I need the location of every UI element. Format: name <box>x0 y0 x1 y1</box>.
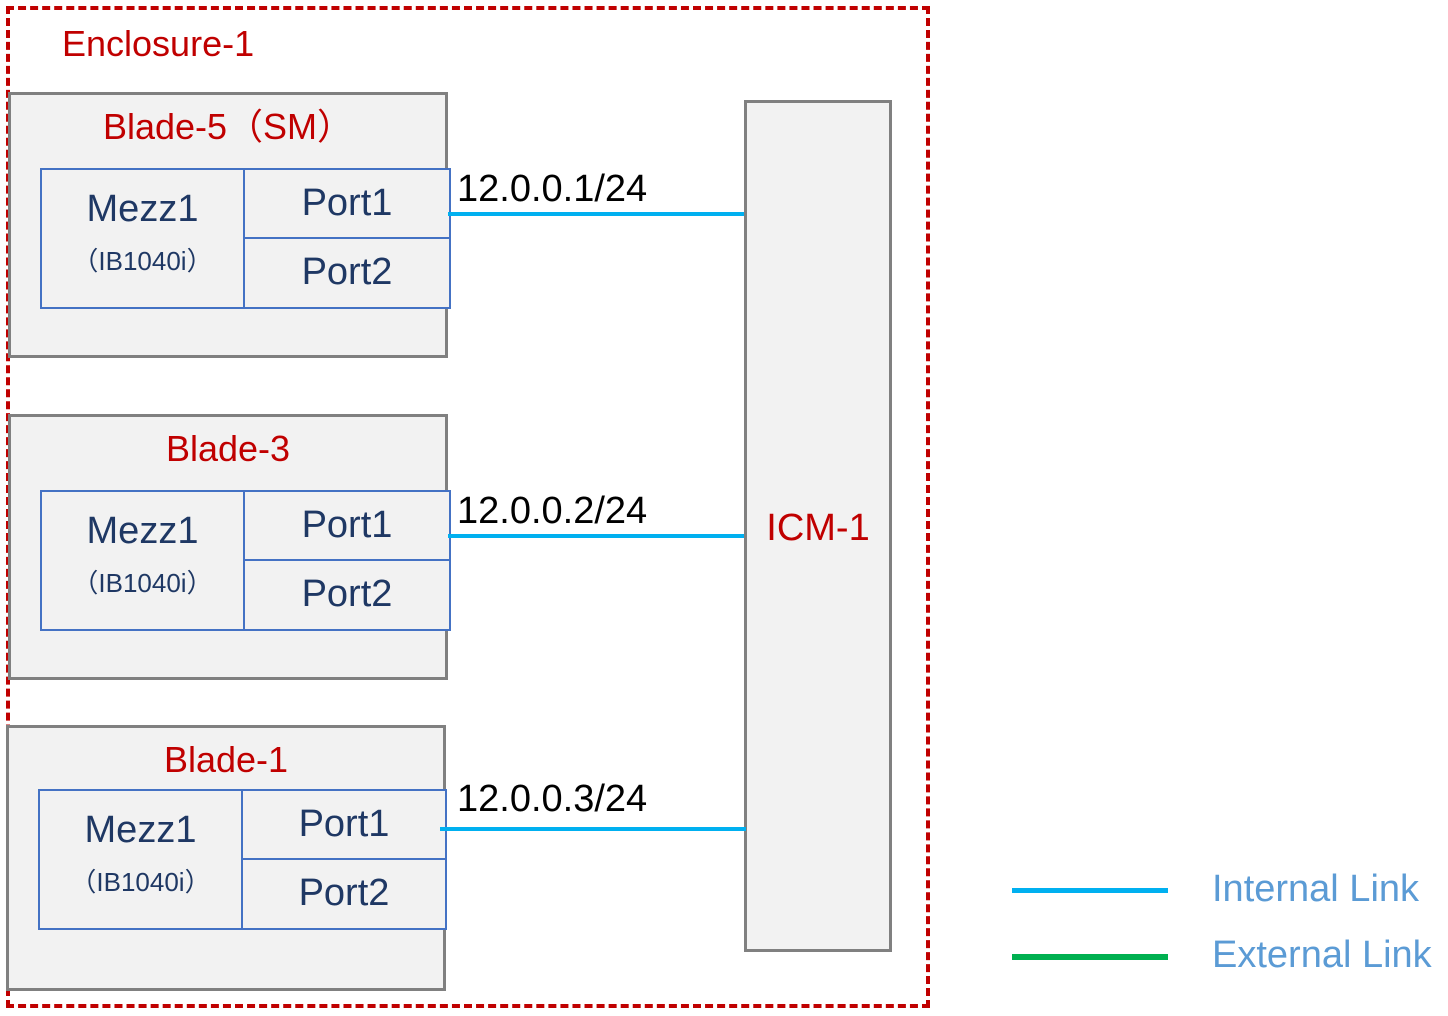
internal-link-blade-5 <box>448 212 744 216</box>
blade-5-node: Blade-5（SM） Mezz1 （IB1040i） Port1 Port2 <box>8 92 451 358</box>
mezz-model: （IB1040i） <box>70 867 211 897</box>
mezz-model: （IB1040i） <box>72 568 213 598</box>
mezz-info: Mezz1 （IB1040i） <box>42 492 245 629</box>
port-2: Port2 <box>298 871 390 914</box>
mezz-card: Mezz1 （IB1040i） Port1 Port2 <box>40 168 451 309</box>
mezz-info: Mezz1 （IB1040i） <box>40 791 243 928</box>
port-1: Port1 <box>245 492 449 561</box>
enclosure-label: Enclosure-1 <box>62 23 255 64</box>
ip-label: 12.0.0.2/24 <box>457 490 648 532</box>
ip-label: 12.0.0.1/24 <box>457 168 648 210</box>
icm-label: ICM-1 <box>766 507 870 549</box>
ip-label: 12.0.0.3/24 <box>457 778 648 820</box>
blade-title: Blade-5（SM） <box>102 106 354 147</box>
mezz-card: Mezz1 （IB1040i） Port1 Port2 <box>38 789 447 930</box>
mezz-name: Mezz1 <box>86 510 199 552</box>
internal-link-blade-1 <box>440 827 746 831</box>
blade-1-node: Blade-1 Mezz1 （IB1040i） Port1 Port2 <box>6 725 447 991</box>
mezz-model: （IB1040i） <box>72 246 213 276</box>
legend-external-label: External Link <box>1212 934 1432 976</box>
port-2: Port2 <box>301 250 393 293</box>
icm-node: ICM-1 <box>744 100 892 952</box>
mezz-card: Mezz1 （IB1040i） Port1 Port2 <box>40 490 451 631</box>
mezz-name: Mezz1 <box>84 809 197 851</box>
legend-external-line <box>1012 954 1168 960</box>
internal-link-blade-3 <box>448 534 744 538</box>
mezz-info: Mezz1 （IB1040i） <box>42 170 245 307</box>
port-2: Port2 <box>301 572 393 615</box>
blade-title: Blade-1 <box>163 739 289 780</box>
port-1: Port1 <box>243 791 445 860</box>
blade-title: Blade-3 <box>165 428 291 469</box>
legend-internal-label: Internal Link <box>1212 868 1420 910</box>
legend-internal-line <box>1012 888 1168 893</box>
blade-3-node: Blade-3 Mezz1 （IB1040i） Port1 Port2 <box>8 414 451 680</box>
port-1: Port1 <box>245 170 449 239</box>
mezz-name: Mezz1 <box>86 188 199 230</box>
